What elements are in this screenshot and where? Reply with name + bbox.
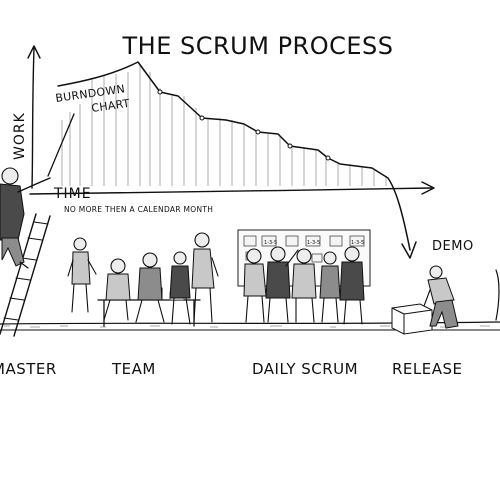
team-group bbox=[67, 232, 219, 327]
stage-label-team: TEAM bbox=[111, 360, 156, 378]
work-axis-label: WORK bbox=[12, 112, 28, 160]
diagram-title: THE SCRUM PROCESS bbox=[122, 32, 394, 60]
scrum-master-figure bbox=[0, 167, 51, 269]
board-note-2: 1-3-5 bbox=[307, 240, 320, 246]
ladder bbox=[0, 213, 51, 337]
board-note-3: 1-3-5 bbox=[351, 240, 364, 246]
time-axis-label: TIME bbox=[53, 186, 92, 202]
demo-label: DEMO bbox=[432, 239, 474, 254]
burndown-hatching bbox=[61, 64, 387, 186]
time-axis bbox=[29, 181, 435, 195]
board-note-1: 1-3-5 bbox=[264, 240, 277, 246]
work-axis bbox=[27, 45, 41, 189]
daily-scrum-group bbox=[243, 246, 365, 325]
release-group bbox=[391, 265, 500, 335]
burndown-label-line2: CHART bbox=[91, 97, 131, 115]
pointer-stick bbox=[47, 113, 75, 177]
stage-label-daily-scrum: DAILY SCRUM bbox=[252, 360, 358, 378]
stage-label-release: RELEASE bbox=[392, 360, 463, 378]
release-arrow-head bbox=[401, 241, 417, 259]
burndown-points bbox=[157, 89, 331, 161]
stage-label-master: MASTER bbox=[0, 360, 57, 378]
time-note: NO MORE THEN A CALENDAR MONTH bbox=[64, 205, 213, 214]
